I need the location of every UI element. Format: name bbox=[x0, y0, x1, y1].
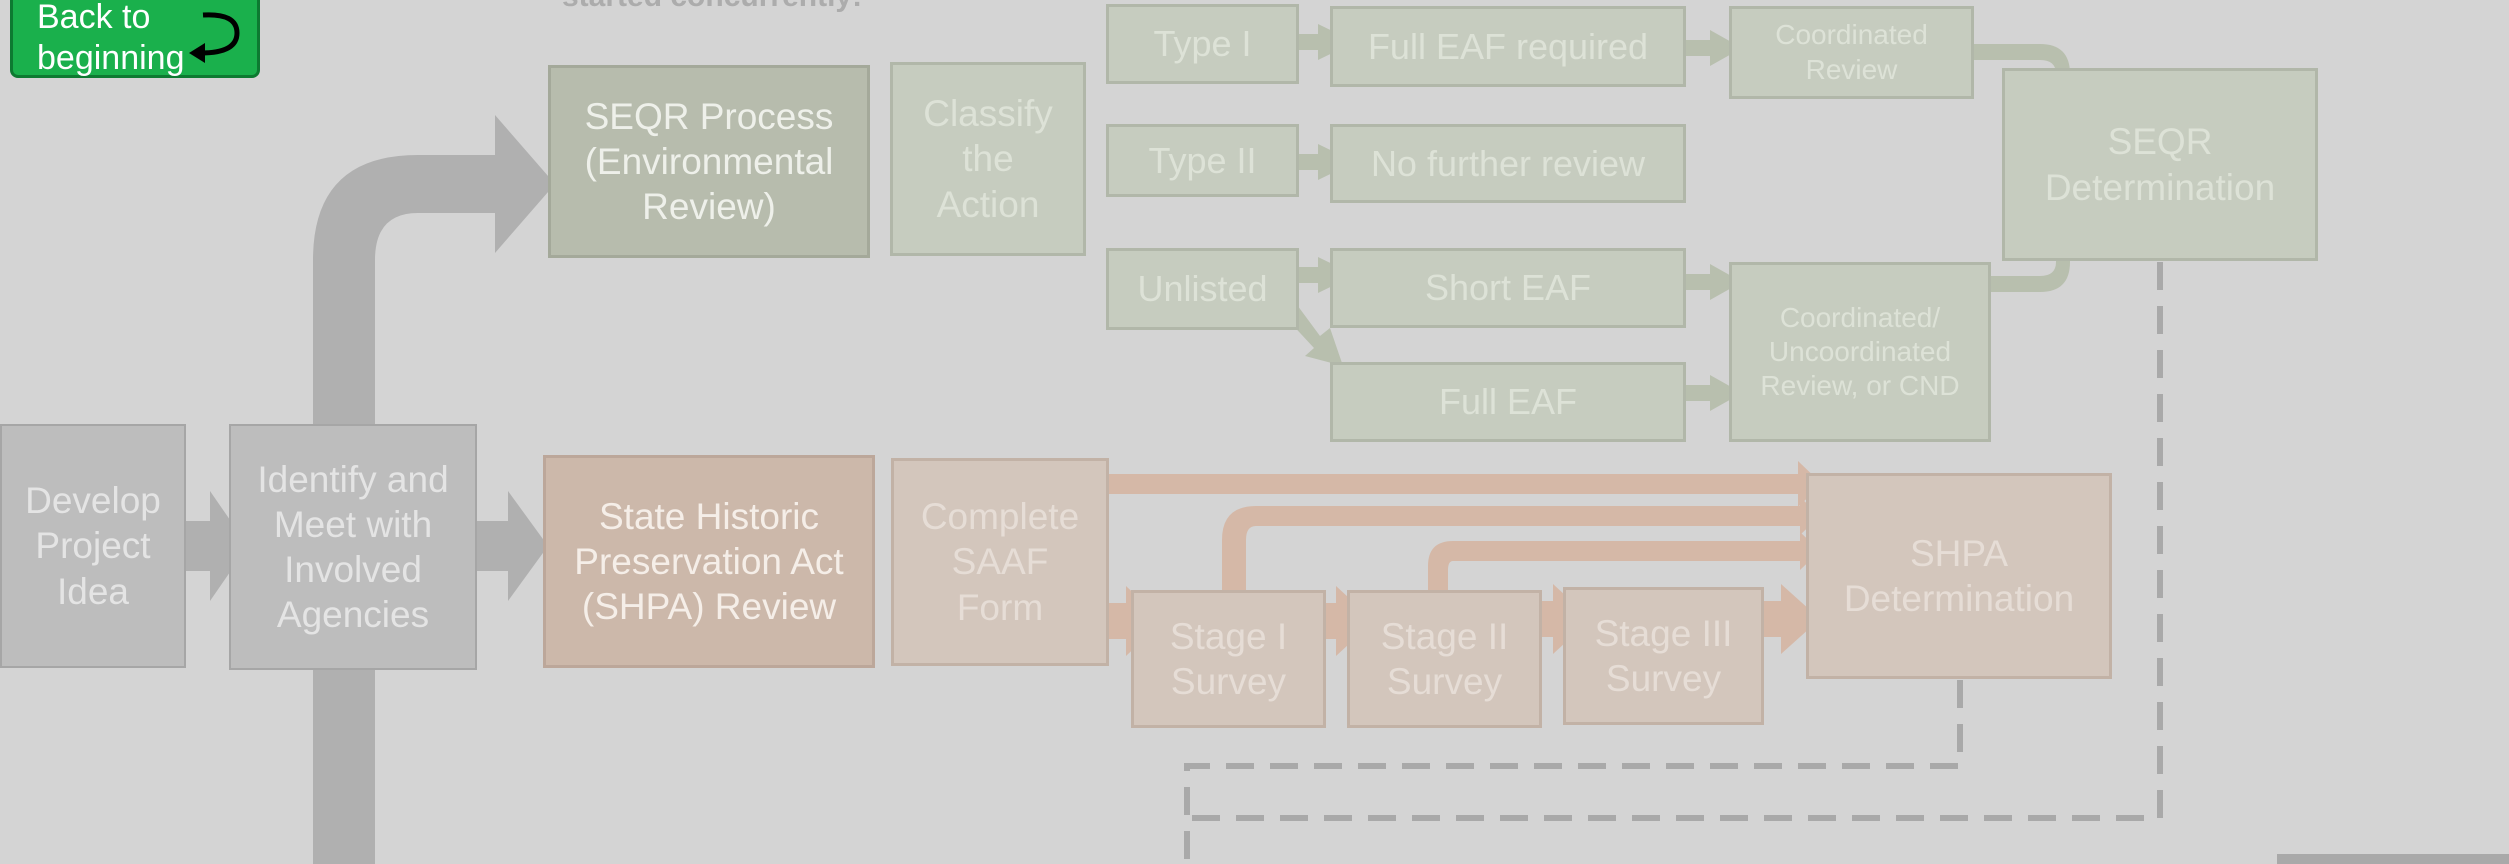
no-further-review-box: No further review bbox=[1330, 124, 1686, 203]
short-eaf-box: Short EAF bbox=[1330, 248, 1686, 328]
shpa-review-box: State Historic Preservation Act (SHPA) R… bbox=[543, 455, 875, 668]
seqr-process-box: SEQR Process (Environmental Review) bbox=[548, 65, 870, 258]
section-heading: started concurrently: bbox=[562, 0, 862, 14]
back-button-label: Back to beginning bbox=[37, 0, 185, 77]
shpa-determination-box: SHPA Determination bbox=[1806, 473, 2112, 679]
corner-strip bbox=[2277, 854, 2509, 864]
arrow-identify-shpa bbox=[455, 491, 548, 601]
identify-agencies-box: Identify and Meet with Involved Agencies bbox=[229, 424, 477, 670]
coordinated-uncoordinated-box: Coordinated/ Uncoordinated Review, or CN… bbox=[1729, 262, 1991, 442]
stage-3-survey-box: Stage III Survey bbox=[1563, 587, 1764, 725]
seqr-determination-box: SEQR Determination bbox=[2002, 68, 2318, 261]
arrow-develop-identify bbox=[168, 491, 248, 601]
classify-action-box: Classify the Action bbox=[890, 62, 1086, 256]
unlisted-box: Unlisted bbox=[1106, 248, 1299, 330]
full-eaf-required-box: Full EAF required bbox=[1330, 6, 1686, 87]
return-arrow-icon bbox=[189, 12, 240, 63]
stage-1-survey-box: Stage I Survey bbox=[1131, 590, 1326, 728]
dashed-connectors bbox=[1184, 262, 2163, 864]
branch-arrow bbox=[313, 115, 555, 864]
complete-saaf-form-box: Complete SAAF Form bbox=[891, 458, 1109, 666]
type-2-box: Type II bbox=[1106, 124, 1299, 197]
stage-2-survey-box: Stage II Survey bbox=[1347, 590, 1542, 728]
back-to-beginning-button[interactable]: Back to beginning bbox=[10, 0, 260, 78]
coordinated-review-box: Coordinated Review bbox=[1729, 6, 1974, 99]
type-1-box: Type I bbox=[1106, 4, 1299, 84]
develop-project-idea-box: Develop Project Idea bbox=[0, 424, 186, 668]
full-eaf-box: Full EAF bbox=[1330, 362, 1686, 442]
